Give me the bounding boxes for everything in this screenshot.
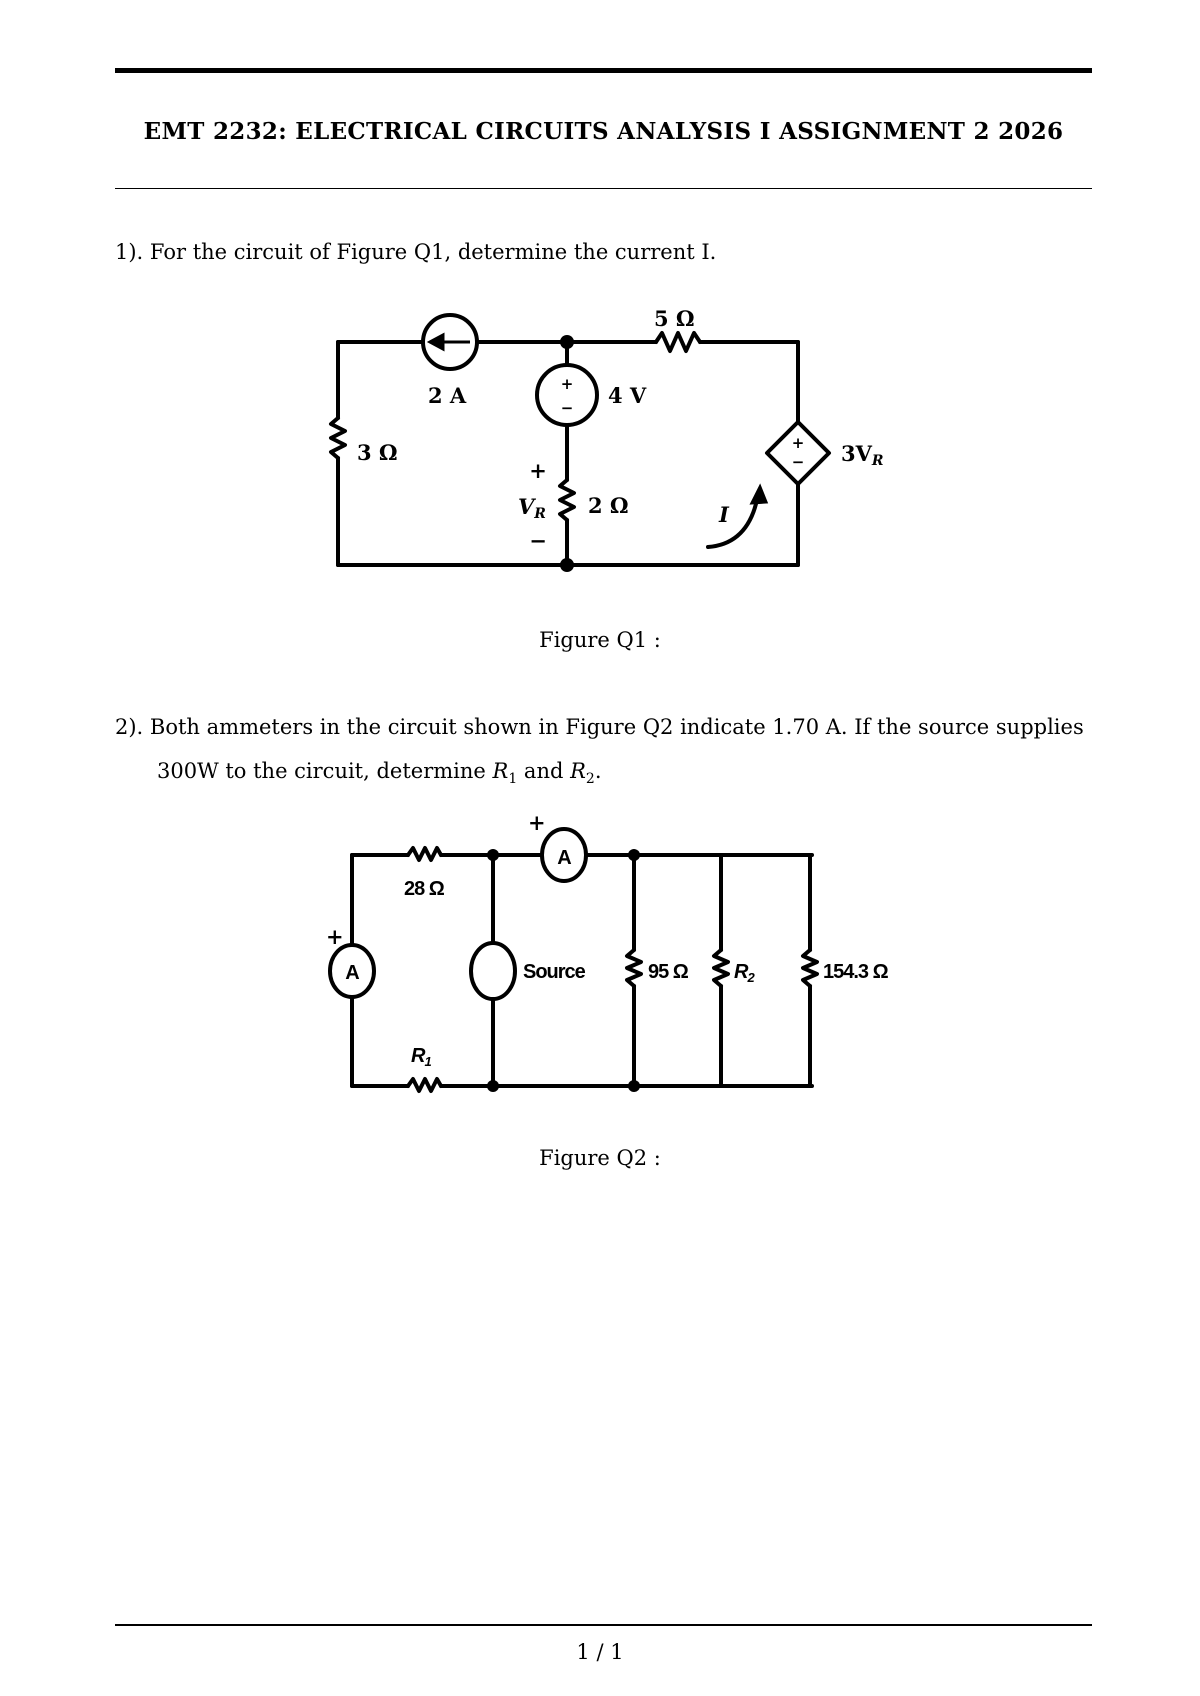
label-current-source: 2 A: [428, 383, 467, 408]
figure-q2-caption: Figure Q2 :: [539, 1146, 661, 1170]
ammeter-left-label: A: [345, 962, 359, 984]
header-divider: [115, 188, 1092, 189]
question-2-line2: 300W to the circuit, determine R1 and R2…: [157, 759, 602, 788]
question-2-line1: 2). Both ammeters in the circuit shown i…: [115, 715, 1084, 739]
label-dependent-source: 3VR: [841, 441, 884, 469]
ammeter-left-plus: +: [326, 924, 344, 949]
label-resistor-top: 5 Ω: [654, 306, 695, 331]
vsource-minus: −: [561, 399, 574, 417]
depsource-plus: +: [792, 434, 805, 452]
label-voltage-source: 4 V: [608, 383, 647, 408]
question-2: 2). Both ammeters in the circuit shown i…: [115, 705, 1092, 801]
vr-plus: +: [529, 458, 547, 483]
depsource-minus: −: [792, 453, 805, 471]
ammeter-top-plus: +: [528, 810, 546, 835]
label-current-i: I: [718, 502, 730, 527]
label-r1: R1: [411, 1045, 431, 1069]
page-number: 1 / 1: [576, 1640, 624, 1664]
label-resistor-left: 3 Ω: [357, 440, 398, 465]
label-95-ohm: 95 Ω: [648, 961, 689, 983]
footer-rule: [115, 1624, 1092, 1626]
vsource-plus: +: [561, 375, 574, 393]
page-title: EMT 2232: ELECTRICAL CIRCUITS ANALYSIS I…: [143, 118, 1064, 145]
question-1-number: 1).: [115, 240, 144, 264]
top-rule: [115, 68, 1092, 73]
label-154-ohm: 154.3 Ω: [823, 961, 889, 983]
label-source: Source: [523, 961, 586, 983]
label-resistor-mid: 2 Ω: [588, 493, 629, 518]
question-1-text: For the circuit of Figure Q1, determine …: [149, 240, 717, 264]
ammeter-top-label: A: [557, 847, 571, 869]
label-vr: VR: [518, 494, 546, 522]
question-2-number: 2).: [115, 715, 144, 739]
figure-q1-caption: Figure Q1 :: [539, 628, 661, 652]
label-28-ohm: 28 Ω: [404, 878, 445, 900]
question-1: 1). For the circuit of Figure Q1, determ…: [115, 230, 1092, 274]
vr-minus: −: [529, 528, 547, 553]
label-r2: R2: [734, 961, 755, 985]
